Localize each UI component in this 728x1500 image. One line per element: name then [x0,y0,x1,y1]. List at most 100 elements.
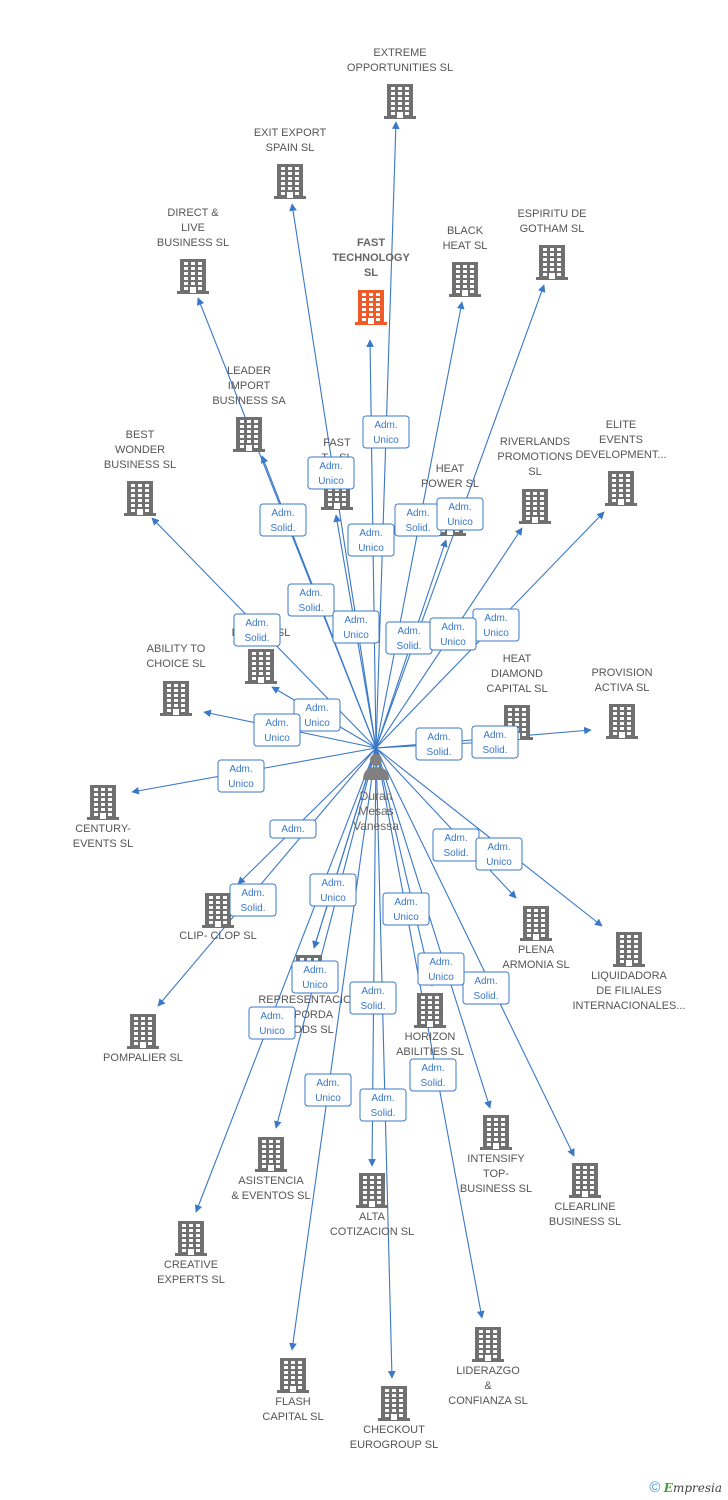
company-node-pompalier[interactable]: POMPALIER SL [103,1014,183,1064]
edge-role-label[interactable]: Adm.Solid. [385,621,433,655]
company-label: INTENSIFY [467,1153,525,1165]
edge-role-label[interactable]: Adm.Unico [417,952,465,986]
role-text: Adm. [397,626,420,637]
company-label: PROMOTIONS [497,451,572,463]
role-badge-box [233,613,281,647]
footer-credit: © Empresia [649,1479,722,1496]
company-label: REPRESENTACION [258,994,359,1006]
edge-role-label[interactable]: Adm. Unico [217,759,265,793]
company-label: SL [364,267,378,279]
company-node-elite[interactable]: ELITEEVENTSDEVELOPMENT... [575,419,667,506]
building-icon [255,1137,287,1172]
role-text: Adm. [344,615,367,626]
role-text: Unico [302,980,328,991]
edge-role-label[interactable]: Adm. Unico [475,837,523,871]
edge-role-label[interactable]: Adm.Unico [332,610,380,644]
role-text: Adm. [487,842,510,853]
edge-role-label[interactable]: Adm.Solid. [471,725,519,759]
role-text: Adm. [281,824,304,835]
edge-role-label[interactable]: Adm.Solid. [349,981,397,1015]
building-icon [202,893,234,928]
role-text: Solid. [482,745,507,756]
edge-role-label[interactable]: Adm.Solid. [229,883,277,917]
building-icon [355,290,387,325]
role-text: Unico [228,779,254,790]
role-badge-box [471,725,519,759]
role-badge-box [359,1088,407,1122]
building-icon [177,259,209,294]
company-label: CAPITAL SL [262,1411,323,1423]
edge-role-label[interactable]: Adm.Solid. [233,613,281,647]
company-label: GOTHAM SL [520,223,585,235]
edge-role-label[interactable]: Adm. Solid. [415,727,463,761]
company-node-clip-clop[interactable]: CLIP- CLOP SL [179,893,257,942]
edge-role-label[interactable]: Adm.Unico [362,415,410,449]
edge-role-label[interactable]: Adm.Unico [304,1073,352,1107]
edge-role-label[interactable]: Adm.Solid. [409,1058,457,1092]
edge-role-label[interactable]: Adm.Solid. [359,1088,407,1122]
edge-role-label[interactable]: Adm.Unico [293,698,341,732]
edge-role-label[interactable]: Adm.Unico [248,1006,296,1040]
company-node-century[interactable]: CENTURY-EVENTS SL [73,785,134,850]
edge-role-label[interactable]: Adm.Unico [472,608,520,642]
role-text: Solid. [426,747,451,758]
edge-role-label[interactable]: Adm.Unico [307,456,355,490]
role-text: Unico [486,857,512,868]
company-label: DEVELOPMENT... [575,449,666,461]
edge-role-label[interactable]: Adm.Solid. [394,503,442,537]
edge-role-label[interactable]: Adm.Unico [429,617,477,651]
company-node-asistencia[interactable]: ASISTENCIA& EVENTOS SL [231,1137,311,1202]
building-icon [605,471,637,506]
role-text: Adm. [427,732,450,743]
building-icon [414,993,446,1028]
role-text: Adm. [229,764,252,775]
company-label: EVENTS [599,434,643,446]
role-text: Adm. [359,528,382,539]
company-label: FAST [357,237,385,249]
company-label: BEST [126,429,155,441]
brand-logo[interactable]: Empresia [663,1481,722,1495]
edge-role-label[interactable]: Adm.Solid. [432,828,480,862]
edge-role-label[interactable]: Adm.Unico [382,892,430,926]
building-icon [569,1163,601,1198]
building-icon [378,1386,410,1421]
edge-role-label[interactable]: Adm. [269,819,317,839]
role-badge-box [248,1006,296,1040]
edge-role-label[interactable]: Adm.Unico [291,960,339,994]
edge-role-label[interactable]: Adm.Unico [347,523,395,557]
company-label: ASISTENCIA [238,1175,304,1187]
edge-role-label[interactable]: Adm.Solid. [462,971,510,1005]
edge-role-label[interactable]: Adm.Unico [309,873,357,907]
edge-role-label[interactable]: Adm.Unico [436,497,484,531]
building-icon [356,1173,388,1208]
role-badge-box [291,960,339,994]
edge-role-label[interactable]: Adm.Solid. [287,583,335,617]
role-text: Adm. [394,897,417,908]
edge-role-label[interactable]: Adm.Solid. [259,503,307,537]
role-badge-box [436,497,484,531]
company-node-liderazgo[interactable]: LIDERAZGO&CONFIANZA SL [448,1327,528,1407]
edge-role-label[interactable]: Adm.Unico [253,713,301,747]
